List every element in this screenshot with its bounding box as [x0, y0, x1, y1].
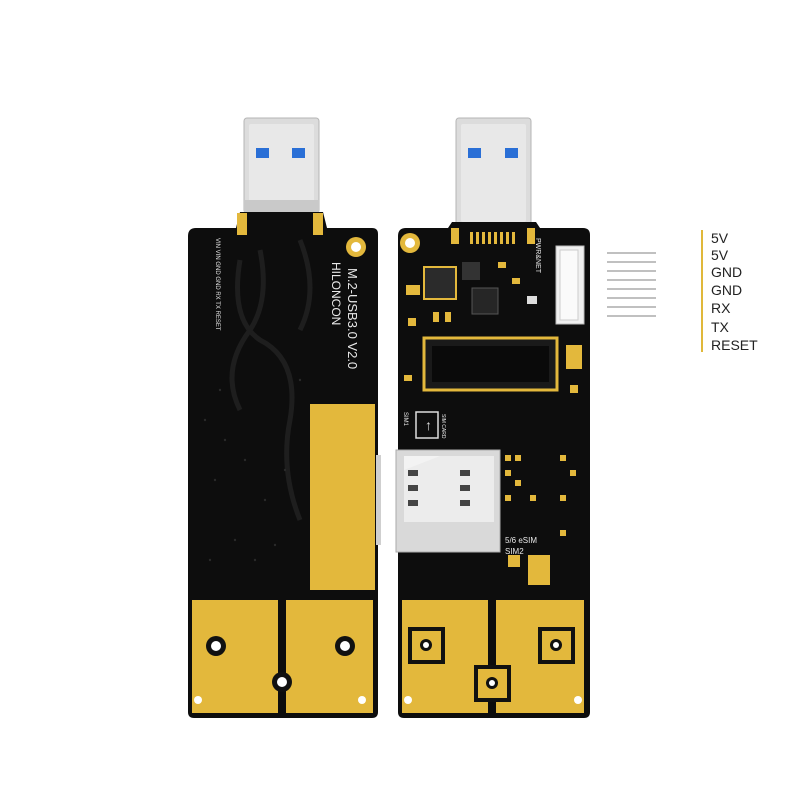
pin-label: TX	[711, 319, 729, 335]
front-brand-silk: HILONCON	[329, 262, 343, 325]
sim1-silk: SIM1	[402, 412, 408, 427]
front-pcb	[188, 212, 378, 718]
svg-text:↑: ↑	[425, 417, 432, 433]
m2-slot	[404, 336, 582, 393]
pwr-net-silk: PWR&NET	[534, 238, 541, 274]
front-gold-pad	[310, 404, 375, 590]
sim-card-slot	[395, 449, 501, 553]
pin-label: 5V	[711, 247, 729, 263]
back-components	[406, 245, 585, 326]
front-bottom-pads	[192, 600, 373, 713]
sim-card-silk: SIM CARD	[440, 414, 446, 439]
front-pin-silk: VIN VIN GND GND RX TX RESET	[214, 238, 220, 331]
pin-label: RX	[711, 300, 731, 316]
pin-label: GND	[711, 282, 743, 298]
esim-silk: 5/6 eSIM	[505, 536, 537, 545]
sim2-silk: SIM2	[505, 547, 524, 556]
pin-label: GND	[711, 264, 743, 280]
pin-label: RESET	[711, 337, 758, 353]
pin-label: 5V	[711, 230, 729, 246]
back-usb-connector	[455, 117, 532, 229]
back-bottom-pads	[402, 600, 584, 713]
front-traces	[229, 239, 313, 521]
front-title-silk: M.2-USB3.0 V2.0	[345, 268, 360, 369]
front-usb-connector	[243, 117, 320, 218]
